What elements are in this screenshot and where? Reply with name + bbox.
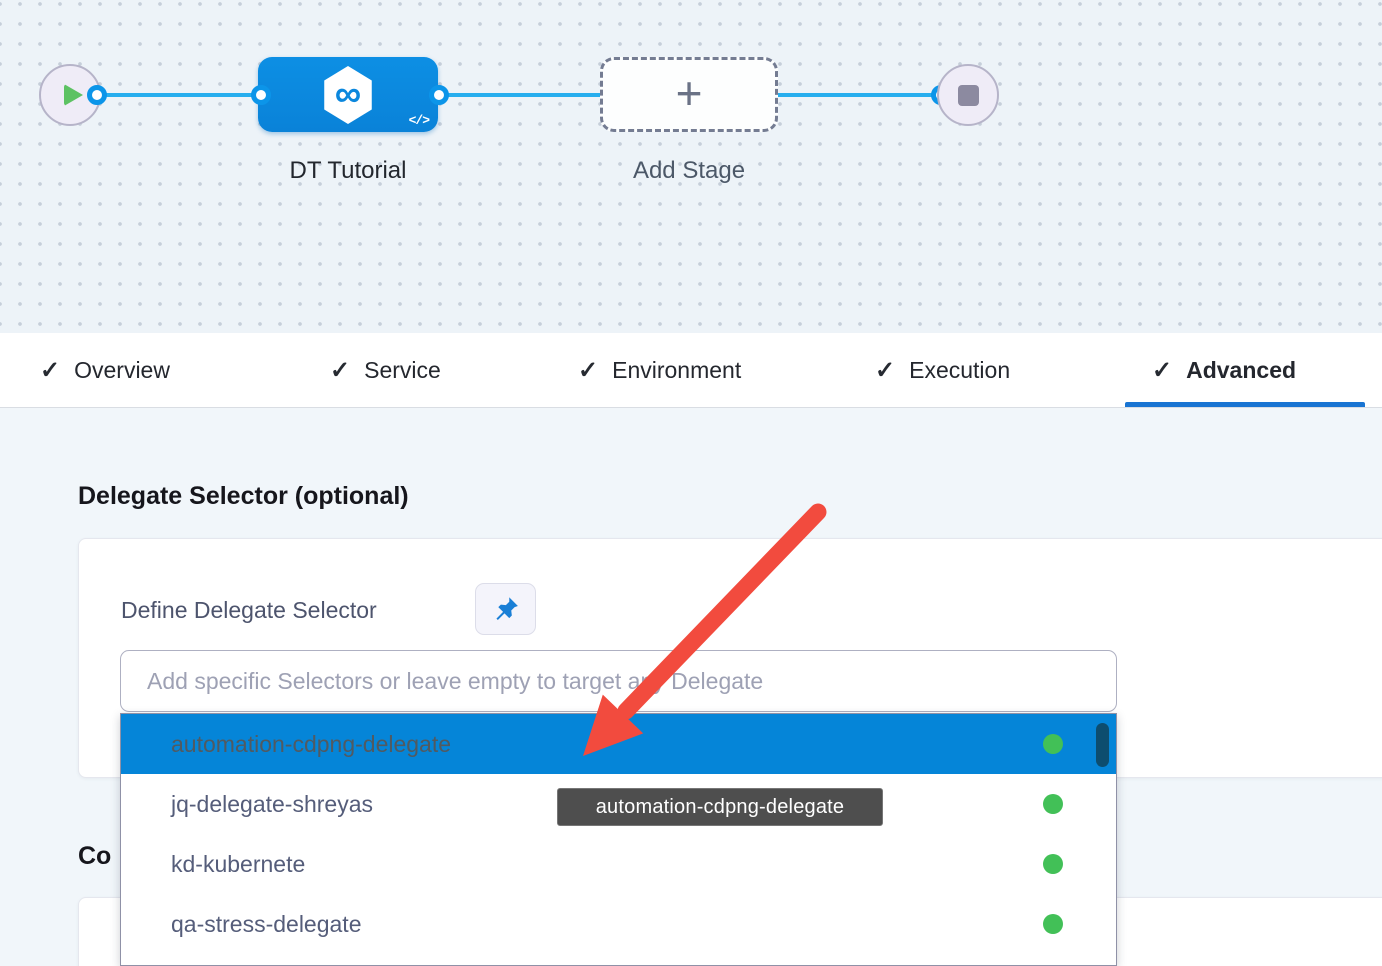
advanced-tab-content: Delegate Selector (optional) Define Dele…	[0, 408, 1382, 966]
delegate-name: kd-kubernete	[171, 850, 306, 877]
edge-start-to-stage	[95, 93, 265, 97]
delegate-tooltip: automation-cdpng-delegate	[557, 788, 883, 826]
check-icon: ✓	[40, 356, 61, 384]
delegate-selector-input[interactable]	[120, 650, 1117, 712]
port-start	[87, 85, 107, 105]
port-stage-right	[429, 85, 449, 105]
delegate-selector-heading: Delegate Selector (optional)	[78, 482, 409, 510]
plus-icon: +	[675, 66, 703, 119]
stop-icon	[958, 85, 979, 106]
port-stage-left	[251, 85, 271, 105]
pushpin-icon	[495, 597, 518, 620]
dropdown-scrollbar-thumb[interactable]	[1096, 723, 1109, 767]
delegate-name: jq-delegate-shreyas	[171, 790, 374, 817]
status-connected-dot	[1043, 794, 1063, 814]
pipeline-canvas: ∞ </> + DT Tutorial Add Stage	[0, 0, 1382, 334]
define-delegate-selector-label: Define Delegate Selector	[121, 597, 377, 623]
dropdown-item-qa-stress-delegate[interactable]: qa-stress-delegate	[121, 894, 1116, 954]
status-connected-dot	[1043, 914, 1063, 934]
stage-tab-bar: ✓ Overview ✓ Service ✓ Environment ✓ Exe…	[0, 333, 1382, 408]
tab-label: Overview	[74, 356, 170, 383]
add-stage-label: Add Stage	[632, 157, 746, 184]
pin-button[interactable]	[475, 583, 536, 635]
tab-label: Service	[364, 356, 441, 383]
code-view-icon: </>	[408, 113, 430, 128]
tab-overview[interactable]: ✓ Overview	[40, 333, 170, 407]
play-icon	[64, 84, 83, 106]
tab-execution[interactable]: ✓ Execution	[875, 333, 1010, 407]
pipeline-end-node	[937, 64, 999, 126]
delegate-dropdown-list: automation-cdpng-delegate jq-delegate-sh…	[120, 713, 1117, 966]
status-connected-dot	[1043, 734, 1063, 754]
status-connected-dot	[1043, 854, 1063, 874]
tab-environment[interactable]: ✓ Environment	[578, 333, 741, 407]
check-icon: ✓	[875, 356, 896, 384]
harness-cd-icon: ∞	[324, 66, 372, 124]
stage-node-dt-tutorial[interactable]: ∞ </>	[258, 57, 438, 132]
delegate-name: qa-stress-delegate	[171, 910, 362, 937]
active-tab-underline	[1125, 402, 1365, 407]
tab-label: Environment	[612, 356, 742, 383]
tab-service[interactable]: ✓ Service	[330, 333, 441, 407]
delegate-name: automation-cdpng-delegate	[171, 730, 452, 757]
edge-addstage-to-end	[772, 93, 946, 97]
check-icon: ✓	[578, 356, 599, 384]
edge-stage-to-addstage	[435, 93, 607, 97]
tab-advanced[interactable]: ✓ Advanced	[1152, 333, 1296, 407]
dropdown-item-jq-delegate-shreyas[interactable]: jq-delegate-shreyas	[121, 774, 1116, 834]
next-section-heading-partial: Co	[78, 842, 112, 870]
dropdown-item-automation-cdpng-delegate[interactable]: automation-cdpng-delegate	[121, 714, 1116, 774]
check-icon: ✓	[330, 356, 351, 384]
tab-label: Advanced	[1186, 356, 1297, 383]
tab-label: Execution	[909, 356, 1011, 383]
dropdown-item-kd-kubernete[interactable]: kd-kubernete	[121, 834, 1116, 894]
check-icon: ✓	[1152, 356, 1173, 384]
add-stage-button[interactable]: +	[600, 57, 778, 132]
stage-label: DT Tutorial	[289, 157, 407, 184]
